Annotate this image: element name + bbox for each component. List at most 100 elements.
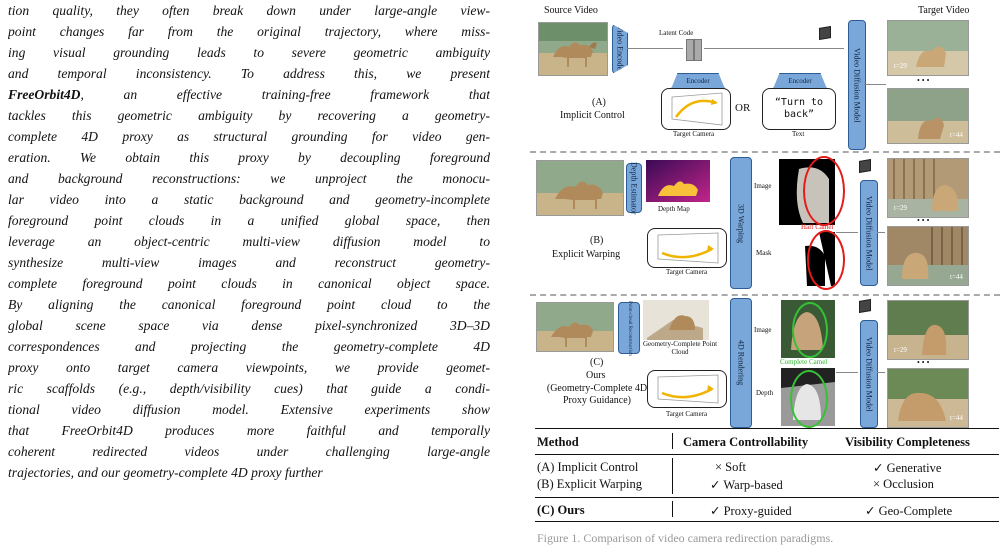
half-camel-ellipse — [803, 156, 845, 226]
depth-estimator-label: Depth Estimator — [630, 162, 639, 215]
panel-b-label: (B) — [590, 235, 603, 246]
source-video-label: Source Video — [544, 5, 598, 16]
abstract-line: trajectories, and our geometry-complete … — [8, 462, 490, 483]
latent-code-block — [686, 39, 694, 61]
frame-label-t44-c: t=44 — [950, 414, 963, 422]
encoder-to-latent-arrow — [627, 48, 683, 49]
warping-3d-label: 3D Warping — [737, 204, 746, 243]
abstract-line: By aligning the canonical foreground poi… — [8, 294, 490, 315]
table-row-a-visibility: ✓ Generative — [873, 460, 941, 476]
latent-code-label: Latent Code — [659, 29, 693, 37]
table-top-rule — [535, 428, 999, 429]
diffusion-to-target-arrow-c — [877, 372, 885, 373]
abstract-line: tional video diffusion model. Extensive … — [8, 399, 490, 420]
abstract-line: ric scaffolds (e.g., depth/visibility cu… — [8, 378, 490, 399]
warp-to-diffusion-arrow — [836, 232, 858, 233]
panel-c-sub: (Geometry-Complete 4D Proxy Guidance) — [538, 383, 656, 407]
abstract-line: and temporal inconsistency. To address t… — [8, 63, 490, 84]
table-row-b-method: (B) Explicit Warping — [537, 477, 642, 492]
camera-encoder-label: Encoder — [686, 77, 709, 85]
cube-icon — [819, 26, 831, 40]
latent-to-diffusion-arrow — [704, 48, 844, 49]
vdm-label-a: Video Diffusion Model — [853, 48, 862, 122]
table-row-ours-visibility: ✓ Geo-Complete — [865, 503, 952, 519]
abstract-text: tion quality, they often break down unde… — [8, 0, 490, 483]
target-camera-card-b — [647, 228, 727, 268]
table-row-ours-method: (C) Ours — [537, 503, 585, 518]
target-video-label: Target Video — [918, 5, 969, 16]
ellipsis-c: • • • — [917, 358, 929, 367]
or-label: OR — [735, 102, 750, 114]
vdm-label-b: Video Diffusion Model — [865, 196, 874, 270]
divider-a-b — [530, 151, 1000, 153]
target-camera-card-a — [661, 88, 731, 130]
video-encoder-label: Video Encoder — [616, 25, 625, 73]
text-prompt-card: “Turn to back” — [762, 88, 836, 130]
text-prompt: “Turn to back” — [768, 97, 830, 121]
target-camera-label-b: Target Camera — [666, 268, 707, 276]
latent-code-block-2 — [694, 39, 702, 61]
complete-camel-label: Complete Camel — [780, 358, 827, 366]
table-header-method: Method — [537, 435, 579, 450]
image-label-c: Image — [754, 326, 772, 334]
warping-3d-block: 3D Warping — [730, 157, 752, 289]
source-video-frame-a — [538, 22, 608, 76]
rendering-4d-block: 4D Rendering — [730, 298, 752, 428]
diffusion-to-target-arrow-a — [864, 84, 886, 85]
divider-b-c — [530, 294, 1000, 296]
complete-camel-ellipse — [792, 302, 828, 358]
depth-map-label: Depth Map — [658, 205, 690, 213]
figure-caption-fragment: Figure 1. Comparison of video camera red… — [537, 531, 833, 546]
table-bottom-rule — [535, 521, 999, 522]
table-header-controllability: Camera Controllability — [683, 435, 808, 450]
video-encoder-block: Video Encoder — [612, 24, 628, 74]
cube-icon-c — [859, 299, 871, 313]
abstract-line: and background reconstructions: we unpro… — [8, 168, 490, 189]
abstract-line: foreground point clouds in a unified glo… — [8, 210, 490, 231]
panel-a-name: Implicit Control — [560, 110, 625, 121]
abstract-line: lar video into a static background and g… — [8, 189, 490, 210]
pointcloud-module-label: Point-cloud Reconstruction — [626, 301, 632, 356]
abstract-line: correspondences and projecting the geome… — [8, 336, 490, 357]
abstract-line: FreeOrbit4D, an effective training-free … — [8, 84, 490, 105]
table-mid-rule — [535, 497, 999, 498]
render-to-diffusion-arrow — [836, 372, 858, 373]
frame-label-t29-c: t=29 — [894, 346, 907, 354]
abstract-line: that FreeOrbit4D produces more faithful … — [8, 420, 490, 441]
abstract-line: leverage an object-centric multi-view di… — [8, 231, 490, 252]
frame-label-t44-b: t=44 — [950, 273, 963, 281]
video-diffusion-model-b: Video Diffusion Model — [860, 180, 878, 286]
video-diffusion-model-a: Video Diffusion Model — [848, 20, 866, 150]
source-video-frame-b — [536, 160, 624, 216]
abstract-line: coherent redirected videos under challen… — [8, 441, 490, 462]
table-row-b-visibility: × Occlusion — [873, 477, 934, 492]
ellipsis-a: • • • — [917, 76, 929, 85]
abstract-line: complete foreground point clouds in cano… — [8, 273, 490, 294]
table-row-b-controllability: ✓ Warp-based — [710, 477, 783, 493]
frame-label-t29-b: t=29 — [894, 204, 907, 212]
depth-label-c: Depth — [756, 389, 773, 397]
text-encoder-label: Encoder — [788, 77, 811, 85]
image-label-b: Image — [754, 182, 772, 190]
table-header-rule — [535, 454, 999, 455]
table-header-divider — [672, 433, 673, 449]
table-row-ours-controllability: ✓ Proxy-guided — [710, 503, 792, 519]
table-body-divider — [672, 458, 673, 494]
panel-c-name: Ours — [586, 370, 605, 381]
panel-a-label: (A) — [592, 97, 606, 108]
frame-label-t29-a: t=29 — [894, 62, 907, 70]
video-diffusion-model-c: Video Diffusion Model — [860, 320, 878, 428]
target-camera-card-c — [647, 370, 727, 408]
depth-ellipse — [790, 370, 828, 428]
text-label: Text — [792, 130, 804, 138]
method-name: FreeOrbit4D — [8, 87, 81, 102]
panel-c-label: (C) — [590, 357, 603, 368]
camera-encoder-a: Encoder — [671, 73, 725, 89]
abstract-line: point changes far from the original traj… — [8, 21, 490, 42]
vdm-label-c: Video Diffusion Model — [865, 337, 874, 411]
ellipsis-b: • • • — [917, 216, 929, 225]
target-camera-label-c: Target Camera — [666, 410, 707, 418]
abstract-line: proxy onto target camera viewpoints, we … — [8, 357, 490, 378]
source-video-frame-c — [536, 302, 614, 352]
geo-complete-pc-label: Geometry-Complete Point Cloud — [640, 340, 720, 356]
